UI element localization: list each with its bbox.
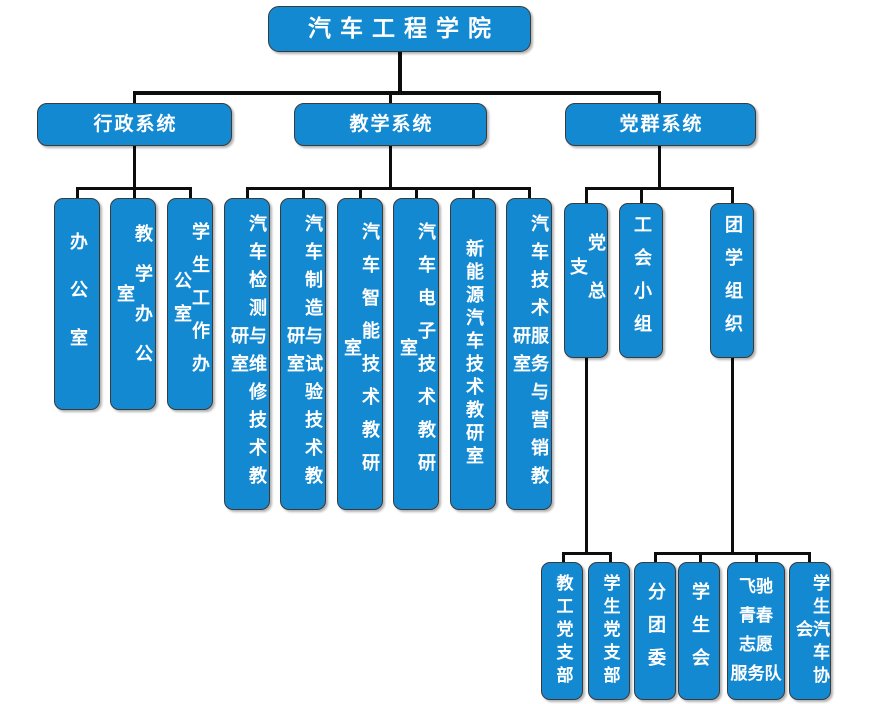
- connector-teaching-stem: [389, 145, 392, 189]
- node-teaching-system[interactable]: 教学系统: [294, 103, 487, 146]
- node-party-mass-system[interactable]: 党群系统: [565, 103, 756, 146]
- connector-party-stem: [658, 145, 661, 189]
- connector-tuanxue-bus: [654, 552, 810, 555]
- connector-party-child-2: [731, 187, 734, 207]
- connector-teaching-child-2: [359, 187, 362, 200]
- connector-admin-child-2: [189, 187, 192, 200]
- node-auto-electronics-tech-dept[interactable]: 汽车电子技术教研室: [393, 198, 439, 510]
- node-party-general-branch[interactable]: 党总支: [564, 203, 608, 358]
- node-student-party-branch[interactable]: 学生党支部: [588, 562, 630, 700]
- connector-teaching-child-1: [302, 187, 305, 200]
- node-student-union[interactable]: 学生会: [678, 562, 720, 700]
- node-student-auto-association[interactable]: 学生汽车协会: [789, 562, 831, 700]
- connector-tuanxue-stem: [731, 358, 734, 554]
- node-admin-office[interactable]: 办公室: [54, 198, 100, 410]
- node-labor-union-group[interactable]: 工会小组: [619, 203, 663, 358]
- node-auto-inspection-maintenance-dept[interactable]: 汽车检测与维修技术教研室: [224, 198, 270, 510]
- node-root-college[interactable]: 汽车工程学院: [268, 6, 531, 52]
- node-administrative-system[interactable]: 行政系统: [37, 103, 232, 146]
- connector-tuanxue-child-1: [699, 552, 702, 564]
- connector-admin-child-0: [76, 187, 79, 200]
- connector-teaching-bus: [246, 187, 529, 190]
- volunteer-team-line-2: 青春: [739, 606, 773, 626]
- connector-tuanxue-child-3: [808, 552, 811, 564]
- connector-tuanxue-child-2: [755, 552, 758, 564]
- volunteer-team-line-3: 志愿: [739, 635, 773, 655]
- volunteer-team-line-1: 飞驰: [739, 577, 773, 597]
- node-youth-league-student-org[interactable]: 团学组织: [710, 203, 754, 358]
- connector-teaching-child-0: [246, 187, 249, 200]
- connector-teaching-child-3: [415, 187, 418, 200]
- connector-dangzongzhi-stem: [585, 358, 588, 554]
- connector-dangzongzhi-child-1: [609, 552, 612, 564]
- connector-party-bus: [585, 187, 734, 190]
- node-faculty-party-branch[interactable]: 教工党支部: [541, 562, 583, 700]
- connector-admin-child-1: [133, 187, 136, 200]
- connector-level2-bus: [133, 91, 661, 95]
- connector-teaching-child-5: [528, 187, 531, 200]
- connector-drop-teaching: [389, 91, 392, 105]
- node-auto-service-marketing-dept[interactable]: 汽车技术服务与营销教研室: [506, 198, 552, 510]
- node-auto-manufacturing-testing-dept[interactable]: 汽车制造与试验技术教研室: [280, 198, 326, 510]
- connector-root-down: [398, 50, 402, 94]
- connector-dangzongzhi-bus: [562, 552, 612, 555]
- connector-teaching-child-4: [472, 187, 475, 200]
- connector-party-child-0: [585, 187, 588, 207]
- connector-dangzongzhi-child-0: [562, 552, 565, 564]
- connector-drop-party: [658, 91, 661, 105]
- node-feichi-youth-volunteer-team[interactable]: 飞驰 青春 志愿 服务队: [727, 562, 785, 700]
- node-student-affairs-office[interactable]: 学生工作办公室: [167, 198, 213, 410]
- connector-party-child-1: [640, 187, 643, 207]
- volunteer-team-line-4: 服务队: [730, 664, 782, 684]
- node-new-energy-auto-tech-dept[interactable]: 新能源汽车技术教研室: [450, 198, 496, 510]
- node-auto-intelligent-tech-dept[interactable]: 汽车智能技术教研室: [337, 198, 383, 510]
- connector-tuanxue-child-0: [654, 552, 657, 564]
- node-branch-league-committee[interactable]: 分团委: [634, 562, 676, 700]
- node-teaching-affairs-office[interactable]: 教学办公室: [110, 198, 156, 410]
- connector-admin-stem: [133, 145, 136, 189]
- connector-drop-admin: [133, 91, 136, 105]
